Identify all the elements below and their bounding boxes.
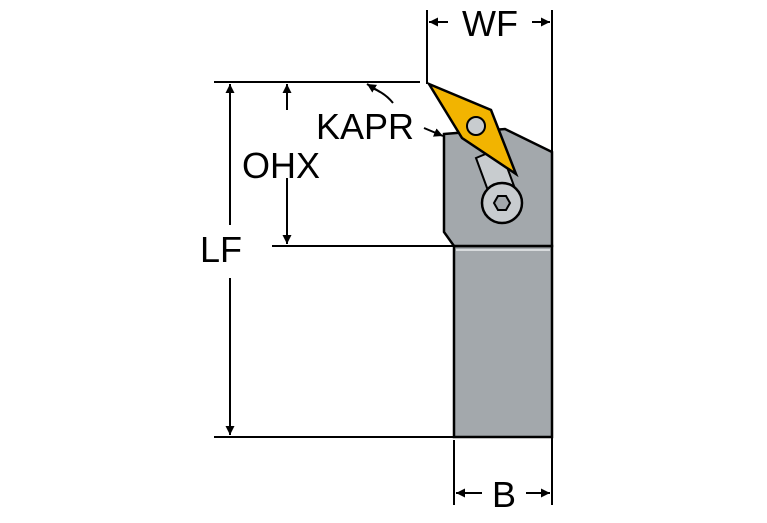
clamp-screw: [474, 146, 524, 225]
hex-socket-icon: [492, 195, 512, 211]
kapr-arc: [371, 87, 394, 104]
wf-dimension: WF: [429, 3, 550, 44]
lf-label: LF: [200, 229, 242, 270]
lf-dimension: LF: [200, 84, 242, 435]
wf-label: WF: [462, 3, 518, 44]
kapr-label: KAPR: [316, 106, 414, 147]
ohx-label: OHX: [242, 145, 320, 186]
cutting-insert: [425, 81, 519, 178]
extension-lines: [214, 10, 553, 505]
ohx-dimension: OHX: [242, 84, 320, 244]
b-dimension: B: [456, 474, 550, 515]
shank: [452, 244, 554, 439]
b-label: B: [492, 474, 516, 515]
kapr-dimension: KAPR: [316, 83, 444, 147]
insert-hole: [466, 116, 486, 136]
toolholder-body: [442, 127, 554, 439]
